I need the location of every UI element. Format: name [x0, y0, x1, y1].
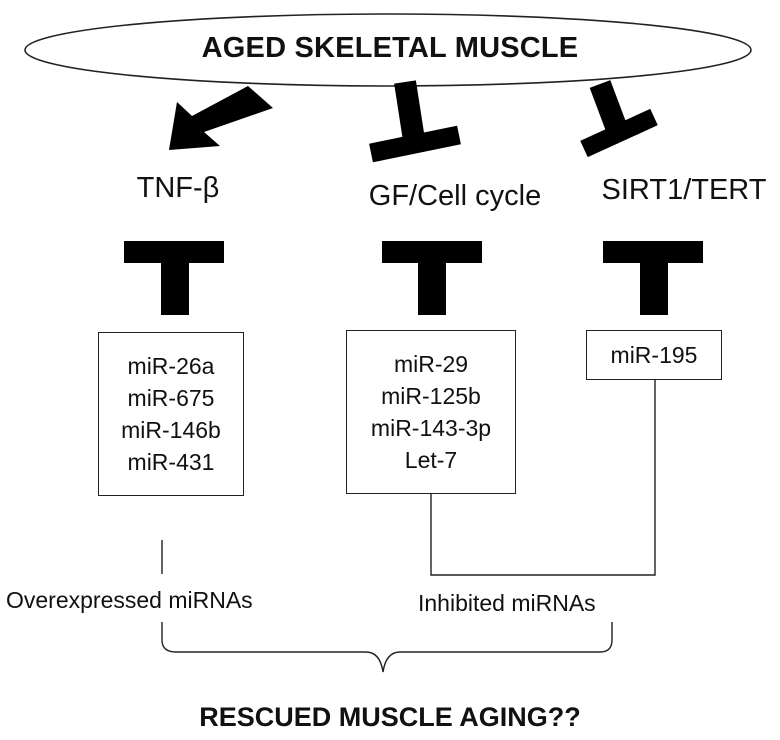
mirna-item: miR-146b: [121, 417, 221, 443]
mirna-item: miR-26a: [127, 353, 215, 379]
mirna-item: miR-125b: [381, 383, 481, 409]
mirna-item: miR-675: [127, 385, 215, 411]
aged-muscle-title: AGED SKELETAL MUSCLE: [201, 32, 579, 64]
overexpressed-mirnas-label: Overexpressed miRNAs: [6, 587, 253, 613]
inhibited-join-line: [430, 380, 656, 576]
target-label-gf-cell-cycle: GF/Cell cycle: [368, 180, 542, 212]
mirna-item: miR-431: [127, 449, 215, 475]
inhibited-mirnas-label: Inhibited miRNAs: [418, 590, 596, 616]
rescued-muscle-aging-outcome: RESCUED MUSCLE AGING??: [199, 702, 581, 732]
t-inhibitor-1: [124, 241, 224, 315]
aged-muscle-ellipse: [24, 13, 752, 87]
activation-arrow: [169, 86, 273, 150]
mirna-box-sirt1: miR-195: [586, 330, 722, 380]
inhibition-connector-gf: [369, 80, 461, 163]
t-inhibitor-2: [382, 241, 482, 315]
target-label-sirt1-tert: SIRT1/TERT: [601, 174, 767, 206]
mirna-item: miR-143-3p: [370, 415, 492, 441]
mirna-box-gf: miR-29 miR-125b miR-143-3p Let-7: [346, 330, 516, 494]
inhibition-connector-sirt1: [580, 80, 658, 158]
mirna-item: miR-195: [610, 342, 698, 368]
t-inhibitor-3: [603, 241, 703, 315]
target-label-tnf: TNF-β: [136, 172, 220, 204]
mirna-item: Let-7: [404, 447, 458, 473]
mirna-item: miR-29: [393, 351, 469, 377]
mirna-box-overexpressed: miR-26a miR-675 miR-146b miR-431: [98, 332, 244, 496]
bottom-brace: [161, 622, 613, 673]
